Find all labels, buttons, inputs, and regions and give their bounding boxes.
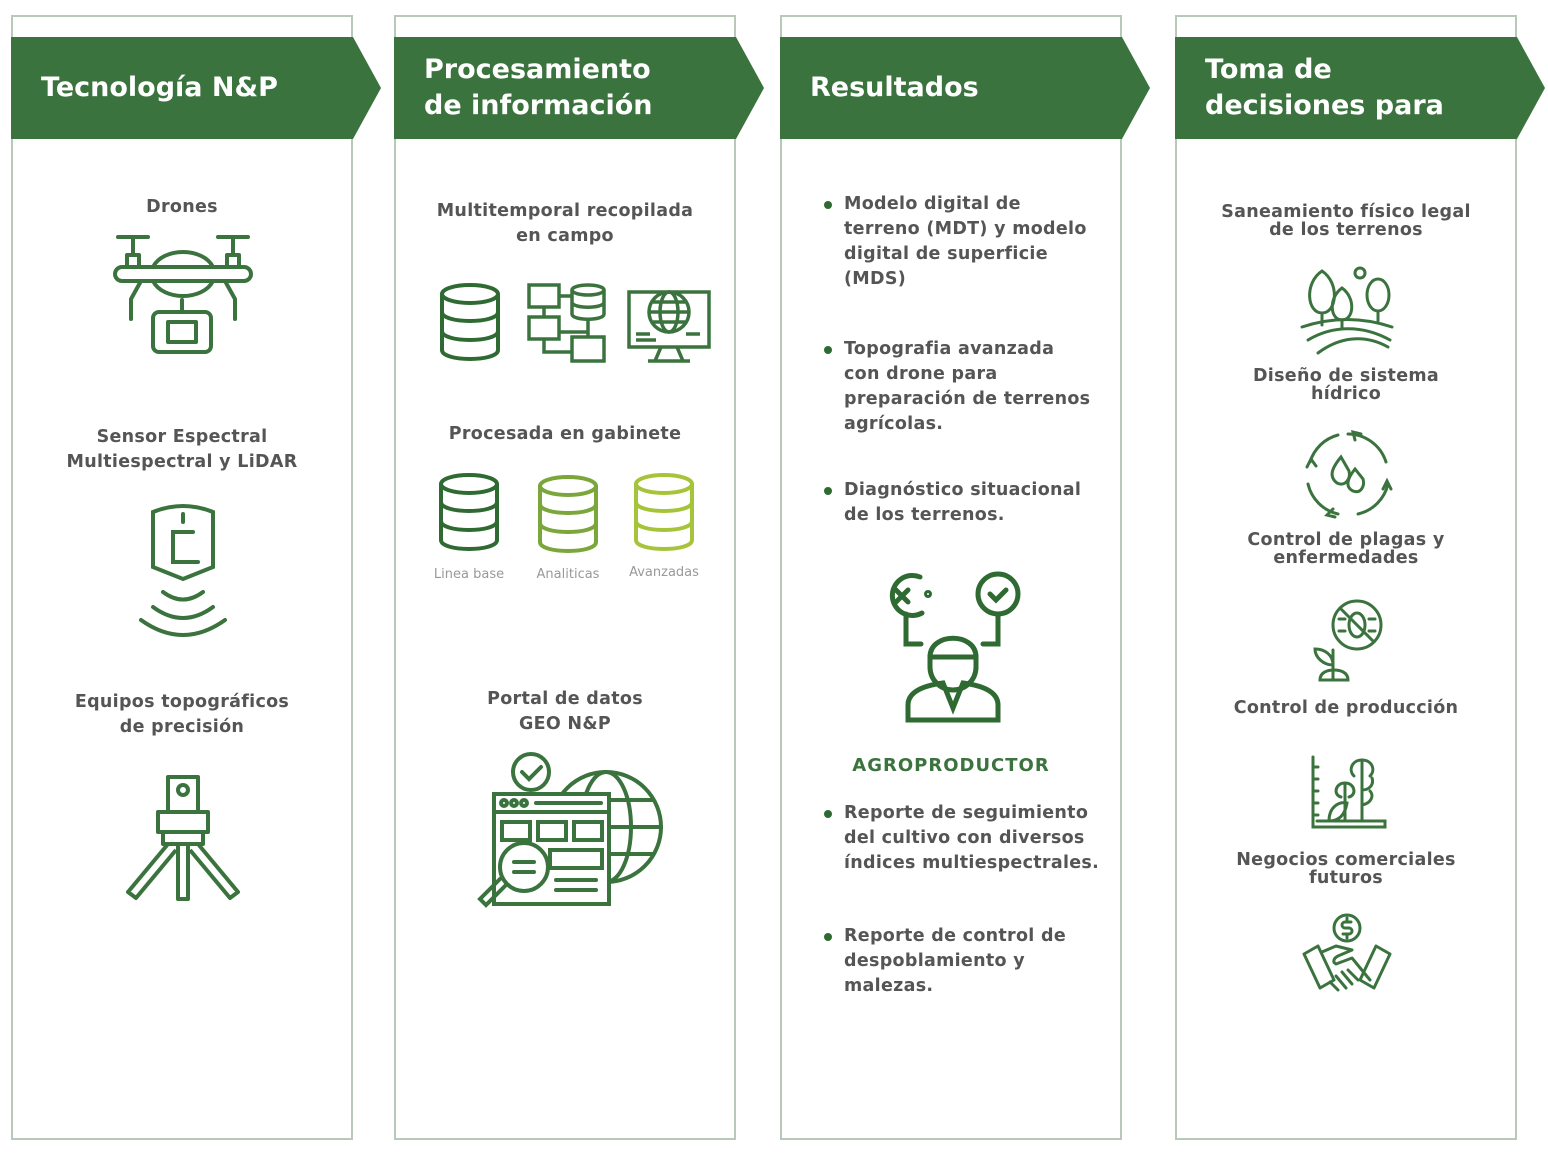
database-icon [536, 474, 600, 554]
caption-linea-base: Linea base [433, 567, 505, 582]
column-title: Procesamiento de información [424, 54, 653, 121]
handshake-money-icon [1302, 912, 1392, 1002]
arrow-shape [1122, 37, 1150, 139]
arrow-shape [353, 37, 381, 139]
bullet-dot [824, 346, 832, 354]
result-bullet: Modelo digital de terreno (MDT) y modelo… [824, 192, 1108, 292]
item-label: Control de producción [1233, 698, 1459, 718]
result-bullet: Reporte de control de despoblamiento y m… [824, 924, 1108, 999]
caption-avanzadas: Avanzadas [629, 565, 699, 580]
bullet-text: Reporte de seguimiento del cultivo con d… [844, 803, 1100, 873]
server-network-icon [526, 282, 608, 364]
item-label: Sensor Espectral Multiespectral y LiDAR [66, 427, 298, 472]
plant-growth-chart-icon [1307, 755, 1387, 835]
item-label: Negocios comerciales futuros [1236, 850, 1456, 888]
drone-icon [113, 232, 253, 357]
bullet-dot [824, 933, 832, 941]
section-label: Portal de datos GEO N&P [487, 689, 643, 734]
bullet-text: Diagnóstico situacional de los terrenos. [844, 480, 1082, 525]
column-header: Procesamiento de información [394, 37, 764, 139]
result-bullet: Topografia avanzada con drone para prepa… [824, 337, 1108, 437]
item-label: Control de plagas y enfermedades [1247, 530, 1445, 568]
column-title: Toma de decisiones para [1205, 54, 1444, 121]
column-tecnologia: Tecnología N&P Drones Sensor Espectral M… [11, 15, 381, 1140]
item-label: Diseño de sistema hídrico [1252, 366, 1440, 404]
column-procesamiento: Procesamiento de información Multitempor… [394, 15, 764, 1140]
arrow-shape [1517, 37, 1545, 139]
column-header: Resultados [780, 37, 1150, 139]
water-cycle-icon [1303, 429, 1393, 519]
column-title: Tecnología N&P [41, 72, 278, 103]
bullet-text: Reporte de control de despoblamiento y m… [844, 926, 1066, 996]
bullet-dot [824, 810, 832, 818]
total-station-icon [123, 772, 243, 907]
column-toma-decisiones: Toma de decisiones para Saneamiento físi… [1175, 15, 1545, 1140]
item-label: Equipos topográficos de precisión [74, 692, 290, 737]
farmer-decision-icon [878, 562, 1028, 727]
section-label: Multitemporal recopilada en campo [436, 201, 694, 246]
result-bullet: Diagnóstico situacional de los terrenos. [824, 478, 1108, 528]
column-resultados: Resultados Modelo digital de terreno (MD… [780, 15, 1150, 1140]
database-icon [632, 472, 696, 552]
pest-control-icon [1305, 595, 1395, 685]
arrow-shape [736, 37, 764, 139]
monitor-globe-icon [626, 282, 712, 364]
database-icon [438, 282, 502, 362]
bullet-text: Modelo digital de terreno (MDT) y modelo… [844, 194, 1087, 289]
figure-label: AGROPRODUCTOR [852, 755, 1050, 776]
section-label: Procesada en gabinete [448, 424, 682, 444]
bullet-text: Topografia avanzada con drone para prepa… [844, 339, 1091, 434]
database-icon [437, 472, 501, 552]
web-portal-globe-icon [476, 752, 666, 917]
sensor-icon [133, 502, 233, 642]
caption-analiticas: Analiticas [536, 567, 600, 582]
column-header: Tecnología N&P [11, 37, 381, 139]
column-header: Toma de decisiones para [1175, 37, 1545, 139]
result-bullet: Reporte de seguimiento del cultivo con d… [824, 801, 1108, 876]
bullet-dot [824, 201, 832, 209]
item-label: Drones [146, 197, 218, 217]
bullet-dot [824, 487, 832, 495]
item-label: Saneamiento físico legal de los terrenos [1221, 202, 1471, 240]
landscape-trees-icon [1300, 265, 1395, 355]
column-title: Resultados [810, 72, 979, 103]
